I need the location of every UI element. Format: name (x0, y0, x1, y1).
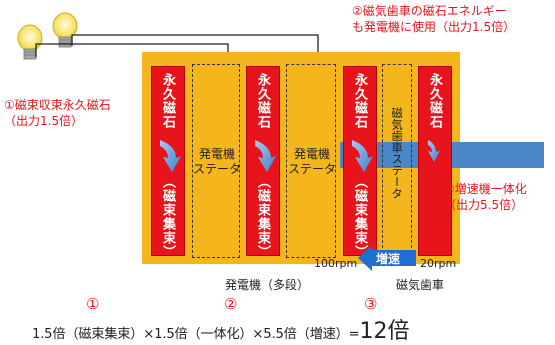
generator-label: 発電機（多段） (225, 278, 310, 292)
magnet-3-label: 永久磁石 (352, 73, 367, 129)
rpm-low-label: 100rpm (314, 257, 358, 270)
annotation-left: ①磁束収束永久磁石 （出力1.5倍） (4, 98, 139, 129)
magnet-3-sublabel: （磁束集束） (352, 175, 367, 259)
rpm-high-label: 20rpm (420, 257, 457, 270)
rotation-arrow-icon (160, 140, 181, 172)
annotation-left-line1: 磁束収束永久磁石 (14, 98, 111, 112)
rotation-arrow-icon (352, 140, 373, 172)
formula-result: 12倍 (359, 319, 410, 344)
annotation-top-line1: 磁気歯車の磁石エネルギー (362, 4, 507, 18)
annotation-top-line2: も発電機に使用（出力1.5倍） (352, 19, 516, 34)
annotation-top: ②磁気歯車の磁石エネルギー も発電機に使用（出力1.5倍） (352, 4, 552, 35)
formula: 1.5倍（磁束集束）×1.5倍（一体化）×5.5倍（増速）=12倍 (32, 313, 409, 345)
speedup-label: 増速 (376, 252, 401, 266)
stator-2-label: 発電機 ステータ (287, 147, 336, 176)
formula-num-1: ① (86, 295, 100, 313)
annotation-right-line2: （出力5.5倍） (444, 197, 524, 212)
annotation-right: ③増速機一体化 （出力5.5倍） (444, 182, 554, 213)
magnet-2-label: 永久磁石 (255, 73, 270, 129)
formula-num-3: ③ (364, 295, 378, 313)
magnet-2-sublabel: （磁束集束） (255, 175, 270, 259)
annotation-right-num: ③ (444, 182, 455, 196)
magnet-4: 永久磁石 (418, 66, 452, 256)
light-bulbs-icon (17, 12, 78, 60)
stator-1-label: 発電機 ステータ (193, 147, 242, 176)
annotation-left-line2: （出力1.5倍） (4, 113, 84, 128)
stator-1: 発電機 ステータ (192, 64, 242, 258)
formula-text: 1.5倍（磁束集束）×1.5倍（一体化）×5.5倍（増速）= (32, 327, 360, 342)
annotation-right-line1: 増速機一体化 (454, 182, 527, 196)
stator-2: 発電機 ステータ (286, 64, 336, 258)
annotation-top-num: ② (352, 4, 363, 18)
formula-num-2: ② (224, 295, 238, 313)
bulb-icon (52, 12, 78, 48)
speedup-arrow-icon (358, 245, 416, 271)
magnet-1-sublabel: （磁束集束） (160, 175, 175, 259)
rotation-arrow-icon (428, 140, 440, 162)
rotation-arrow-icon (255, 140, 276, 172)
magnetic-gear-label: 磁気歯車 (396, 278, 445, 292)
annotation-left-num: ① (4, 98, 15, 112)
magnet-4-label: 永久磁石 (427, 73, 442, 129)
magnet-1-label: 永久磁石 (160, 73, 175, 129)
stator-3-label: 磁気歯車ステータ (390, 107, 405, 199)
